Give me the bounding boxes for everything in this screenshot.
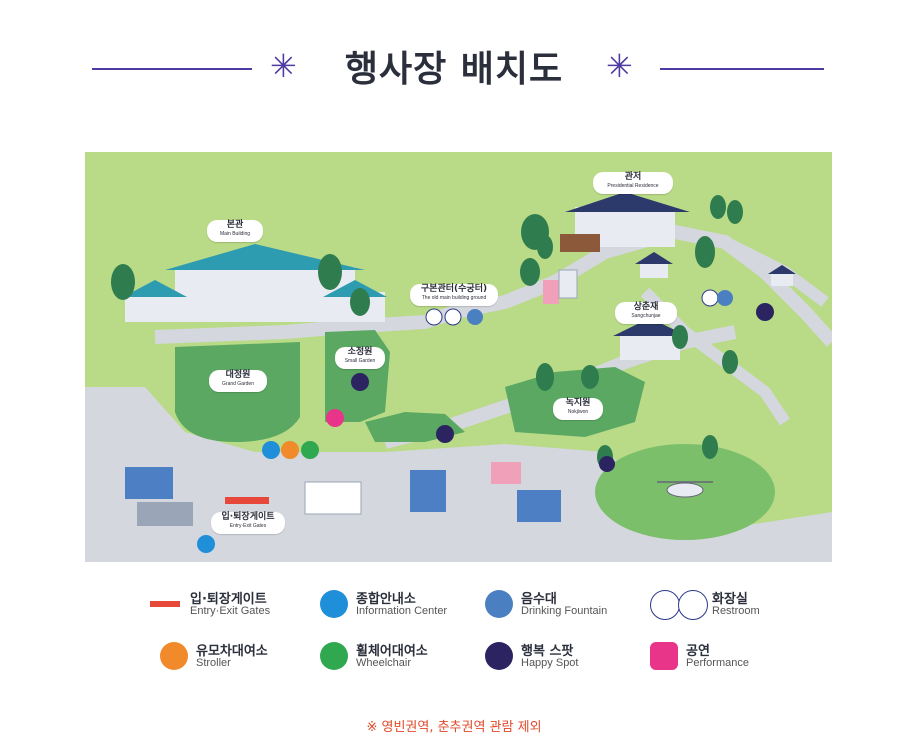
map-canvas — [85, 152, 838, 562]
footer-note: ※ 영빈권역, 춘추권역 관람 제외 — [366, 720, 542, 735]
helicopter-icon — [666, 482, 704, 498]
sangchunjae-building — [620, 332, 680, 360]
label-old-main: 구본관터(수궁터)The old main building ground — [410, 284, 498, 306]
building-left-1 — [125, 467, 173, 499]
trees — [111, 195, 743, 469]
right-star-icon: ✳ — [606, 47, 633, 85]
title-right-line — [660, 68, 824, 70]
legend-performance: 공연 Performance — [650, 640, 790, 676]
happy-spot-icon — [485, 642, 513, 670]
header: ✳ 행사장 배치도 ✳ — [0, 0, 908, 120]
info-icon — [320, 590, 348, 618]
page-title: 행사장 배치도 — [344, 49, 564, 90]
legend-wheelchair: 휠체어대여소 Wheelchair — [320, 640, 470, 676]
drinking-fountain-icon — [485, 590, 513, 618]
legend-info: 종합안내소 Information Center — [320, 588, 470, 624]
grand-garden-area — [175, 342, 300, 442]
legend-gate: 입·퇴장게이트 Entry·Exit Gates — [150, 588, 310, 624]
legend: 입·퇴장게이트 Entry·Exit Gates 종합안내소 Informati… — [150, 580, 790, 680]
restroom-icon — [650, 590, 680, 620]
legend-restroom: 화장실 Restroom — [650, 588, 790, 624]
stroller-icon — [160, 642, 188, 670]
legend-stroller: 유모차대여소 Stroller — [160, 640, 320, 676]
music-note-icon — [650, 642, 678, 670]
wheelchair-icon — [320, 642, 348, 670]
entry-gate-marker — [225, 497, 269, 504]
legend-happy-spot: 행복 스팟 Happy Spot — [485, 640, 635, 676]
left-star-icon: ✳ — [270, 47, 297, 85]
accessible-restroom-icon — [678, 590, 708, 620]
legend-water: 음수대 Drinking Fountain — [485, 588, 635, 624]
red-bar-icon — [150, 601, 180, 607]
title-left-line — [92, 68, 252, 70]
